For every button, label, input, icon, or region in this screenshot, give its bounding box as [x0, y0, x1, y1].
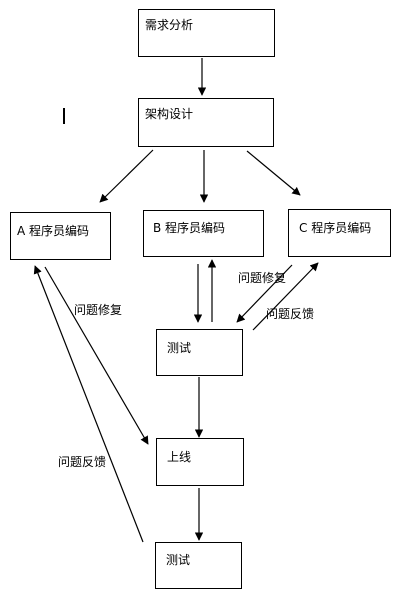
edge-label-fix-a: 问题修复: [74, 303, 123, 317]
node-coder-a-label: A 程序员编码: [17, 224, 90, 238]
edge-label-fix-c: 问题修复: [238, 271, 287, 285]
node-architecture-design: 架构设计: [138, 98, 274, 147]
node-test-1-label: 测试: [167, 341, 192, 355]
node-test-2: 测试: [155, 542, 242, 589]
edge-label-feedback-c: 问题反馈: [266, 307, 315, 321]
arrow-c-to-test1: [236, 264, 293, 323]
node-coder-c: C 程序员编码: [288, 209, 391, 257]
node-requirements-analysis-label: 需求分析: [145, 18, 194, 32]
text-cursor: [63, 108, 65, 124]
node-requirements-analysis: 需求分析: [138, 9, 275, 57]
arrow-test1-to-c: [252, 262, 319, 331]
node-architecture-design-label: 架构设计: [145, 107, 194, 121]
arrow-test2-to-a: [33, 265, 144, 543]
node-release-label: 上线: [167, 450, 192, 464]
arrow-arch-to-a: [99, 149, 154, 203]
node-coder-a: A 程序员编码: [10, 212, 111, 260]
node-test-1: 测试: [156, 329, 243, 376]
arrow-arch-to-c: [246, 150, 301, 196]
node-coder-b: B 程序员编码: [143, 210, 264, 257]
node-test-2-label: 测试: [166, 553, 191, 567]
edge-label-feedback-a: 问题反馈: [58, 455, 107, 469]
node-coder-b-label: B 程序员编码: [153, 221, 226, 235]
arrow-a-to-release: [44, 266, 149, 445]
node-release: 上线: [156, 438, 244, 486]
node-coder-c-label: C 程序员编码: [299, 221, 372, 235]
